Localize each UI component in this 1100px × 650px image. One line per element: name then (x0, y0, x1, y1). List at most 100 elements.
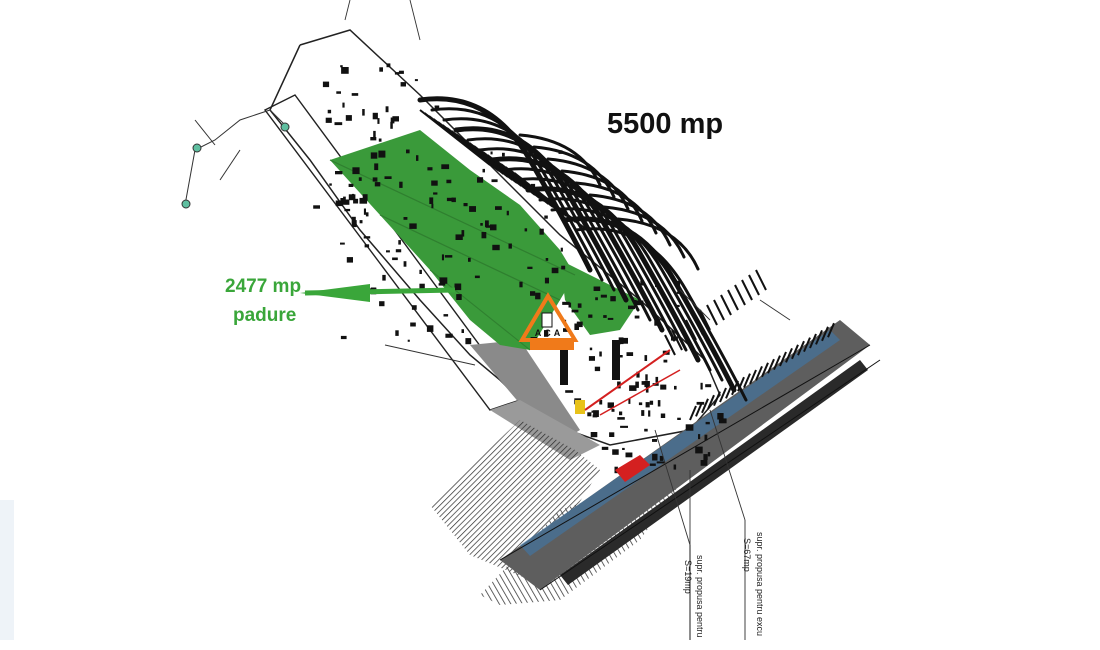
detail-mark (535, 292, 541, 300)
detail-mark (411, 305, 417, 310)
detail-mark (599, 351, 602, 357)
detail-mark (601, 446, 609, 450)
detail-mark (399, 181, 403, 188)
detail-mark (322, 81, 330, 88)
detail-mark (677, 280, 681, 286)
slope-ticks (419, 109, 835, 421)
detail-mark (589, 347, 593, 351)
detail-mark (621, 337, 628, 344)
detail-mark (594, 366, 601, 372)
slope-tick (767, 358, 775, 374)
contour-line (602, 205, 686, 259)
detail-mark (641, 410, 645, 416)
slope-tick (821, 326, 829, 342)
detail-mark (696, 401, 705, 405)
detail-mark (407, 339, 410, 342)
detail-mark (704, 434, 708, 441)
detail-mark (544, 330, 549, 337)
detail-mark (441, 164, 450, 170)
detail-mark (445, 333, 453, 338)
contour-line (560, 169, 644, 223)
detail-mark (595, 297, 598, 301)
detail-mark (468, 257, 471, 262)
detail-mark (629, 385, 637, 391)
slope-tick (734, 284, 746, 306)
slope-tick (689, 405, 697, 421)
detail-mark (655, 283, 660, 287)
detail-mark (551, 267, 559, 274)
detail-mark (455, 234, 463, 240)
detail-mark (395, 249, 402, 253)
detail-mark (398, 70, 404, 74)
detail-mark (674, 385, 677, 390)
detail-mark (414, 79, 418, 82)
forest-pointer-arrow (300, 284, 456, 302)
detail-mark (352, 167, 360, 175)
detail-mark (372, 112, 378, 120)
detail-mark (344, 208, 351, 212)
detail-mark (656, 461, 665, 464)
detail-mark (652, 439, 658, 442)
detail-mark (593, 286, 601, 291)
detail-mark (461, 230, 465, 237)
detail-mark (563, 328, 569, 332)
contour-line (574, 181, 658, 235)
detail-mark (590, 432, 598, 438)
slope-tick (797, 340, 805, 356)
detail-mark (490, 224, 497, 231)
detail-mark (649, 463, 656, 466)
slope-tick (513, 172, 586, 229)
detail-mark (451, 197, 456, 203)
detail-mark (700, 382, 703, 390)
detail-mark (384, 176, 392, 179)
detail-mark (599, 400, 603, 405)
detail-mark (439, 277, 448, 284)
detail-mark (705, 384, 712, 388)
detail-mark (364, 244, 370, 248)
detail-mark (406, 149, 410, 154)
contour-line (574, 227, 748, 402)
detail-mark (673, 464, 677, 470)
warning-triangle-logo (518, 292, 579, 350)
detail-mark (645, 402, 650, 408)
detail-mark (465, 338, 472, 345)
detail-mark (561, 265, 566, 270)
detail-mark (395, 330, 399, 336)
detail-mark (446, 179, 452, 184)
detail-mark (502, 152, 505, 157)
contour-line (588, 193, 672, 247)
main-road (499, 320, 881, 591)
detail-mark (619, 411, 623, 416)
note-left-line2: S=19mp (683, 560, 693, 594)
detail-mark (491, 179, 498, 183)
detail-mark (392, 257, 398, 261)
detail-mark (410, 322, 416, 327)
detail-mark (660, 384, 667, 390)
detail-mark (576, 321, 583, 328)
detail-mark (340, 242, 345, 245)
detail-mark (610, 296, 616, 302)
detail-mark (574, 323, 579, 330)
detail-mark (644, 355, 648, 361)
detail-mark (654, 319, 661, 326)
detail-mark (620, 425, 628, 428)
detail-mark (508, 243, 512, 249)
detail-mark (638, 402, 643, 406)
detail-mark (378, 138, 382, 142)
detail-mark (329, 183, 332, 186)
detail-mark (628, 398, 631, 404)
detail-mark (431, 180, 438, 186)
detail-mark (438, 283, 446, 286)
detail-mark (663, 359, 668, 363)
detail-mark (571, 309, 579, 313)
detail-mark (648, 410, 651, 417)
contour-line (550, 207, 724, 382)
detail-mark (409, 223, 417, 229)
detail-mark (431, 203, 434, 209)
slope-tick (773, 355, 781, 370)
detail-mark (443, 314, 449, 317)
detail-mark (345, 115, 352, 121)
detail-mark (325, 117, 332, 123)
detail-mark (600, 294, 607, 298)
detail-mark (587, 412, 592, 417)
